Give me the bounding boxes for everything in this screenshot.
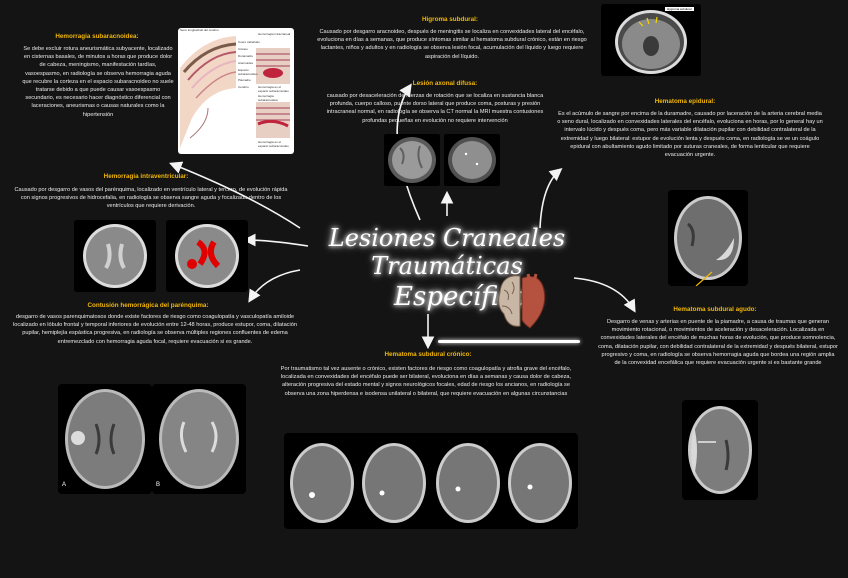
axonal-mri-1: [384, 134, 440, 186]
diagram-label-l7: Piamadre: [238, 78, 251, 82]
chronic-subdural-heading: Hematoma subdural crónico:: [368, 351, 488, 358]
title-underline: [438, 340, 580, 343]
intraventricular-ct-1: [74, 220, 156, 292]
contusion-image-label-b: B: [156, 482, 160, 488]
contusion-heading: Contusión hemorrágica del parénquima:: [74, 302, 222, 309]
diagram-label-r2: Hemorragia en el espacio subaracnoideo: [258, 85, 292, 93]
ct-slice-2: [362, 443, 426, 523]
axonal-mri-2: [444, 134, 500, 186]
epidural-text: Es el acúmulo de sangre por encima de la…: [556, 110, 824, 159]
diagram-label-l1: Seno longitudinal del cerebro: [180, 28, 219, 32]
diagram-label-l2: Cuero cabelludo: [238, 40, 260, 44]
arrow-to-intraventricular: [246, 240, 308, 246]
arrow-to-contusion: [250, 270, 300, 300]
arrow-to-epidural: [540, 170, 560, 228]
intraventricular-ct-2: [166, 220, 248, 292]
hygroma-image-tag: Hygroma subdural: [665, 7, 694, 11]
contusion-ct-b: B: [152, 384, 246, 494]
diagram-label-l4: Duramadre: [238, 54, 253, 58]
epidural-heading: Hematoma epidural:: [640, 98, 730, 105]
subarachnoid-heading: Hemorragia subaracnoidea:: [22, 33, 172, 40]
epidural-ct-image: [668, 190, 748, 286]
acute-subdural-heading: Hematoma subdural agudo:: [660, 306, 770, 313]
diagram-label-l8: Cerebro: [238, 85, 249, 89]
diagram-label-l5: Aracnoides: [238, 61, 253, 65]
brain-heart-icon: [494, 270, 550, 336]
chronic-subdural-ct-strip: [284, 433, 578, 529]
ct-slice-4: [508, 443, 572, 523]
contusion-image-label-a: A: [62, 482, 66, 488]
meninges-diagram: Seno longitudinal del cerebro Cuero cabe…: [178, 28, 294, 154]
intraventricular-heading: Hemorragia intraventricular:: [86, 173, 206, 180]
chronic-subdural-text: Por traumatismo tal vez ausente o crónic…: [280, 365, 572, 398]
acute-subdural-ct-image: [682, 400, 758, 500]
arrow-to-acute-subdural: [574, 278, 634, 310]
subarachnoid-text: Se debe excluir rotura aneurismática sub…: [22, 45, 174, 119]
diagram-label-l3: Cráneo: [238, 47, 248, 51]
diagram-label-r1: Hemorragia intracraneal: [258, 32, 292, 36]
axonal-heading: Lesión axonal difusa:: [390, 80, 500, 87]
contusion-text: desgarro de vasos parenquimatosos donde …: [10, 313, 300, 346]
acute-subdural-text: Desgarro de venas y arterias en puente d…: [598, 318, 838, 367]
ct-slice-1: [290, 443, 354, 523]
diagram-label-l6: Espacio subaracnoideo: [238, 68, 256, 76]
diagram-label-r3: Hemorragia subaracnoidea: [258, 94, 292, 102]
diagram-label-r4: Hemorragia en el espacio subaracnoideo: [258, 140, 292, 148]
intraventricular-text: Causado por desgarro de vasos del parénq…: [12, 186, 290, 211]
hygroma-heading: Higroma subdural:: [390, 16, 510, 23]
contusion-ct-a: A: [58, 384, 152, 494]
hygroma-text: Causado por desgarro aracnoideo, después…: [312, 28, 592, 61]
ct-slice-3: [436, 443, 500, 523]
axonal-text: causado por desaceleración de fuerzas de…: [316, 92, 554, 125]
hygroma-ct-image: Hygroma subdural: [601, 4, 701, 76]
